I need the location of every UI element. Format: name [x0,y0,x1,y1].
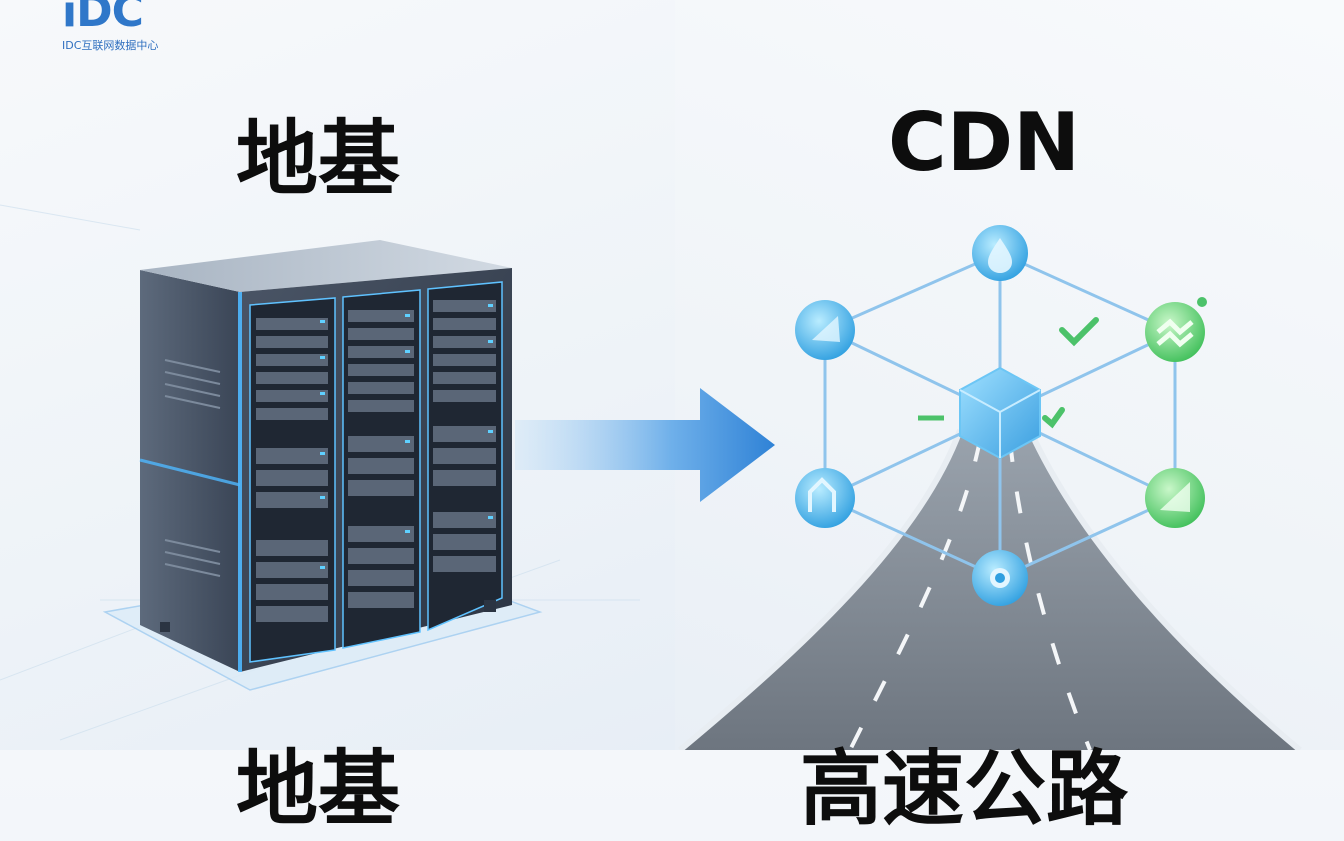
left-bottom-text: 地基 [236,742,401,837]
logo: iDC IDC互联网数据中心 [62,0,232,60]
network-node-right-top [1145,302,1205,362]
status-lights [320,304,493,569]
illustration [0,204,1302,750]
dot-decoration [1197,297,1207,307]
network-node-top [972,225,1028,281]
left-heading: 地基 [236,112,401,207]
network-node-bottom [972,550,1028,606]
network-node-left-top [795,300,855,360]
logo-mark: iDC [62,0,144,37]
right-heading: CDN [888,96,1081,189]
rack-slots [256,300,496,622]
network-node-right-bottom [1145,468,1205,528]
server-rack-icon [139,240,512,672]
cdn-hub-icon [959,366,1041,460]
check-icon [1042,317,1099,429]
logo-subtitle: IDC互联网数据中心 [62,39,159,52]
arrow-right-icon [515,388,775,502]
right-bottom-text: 高速公路 [800,742,1129,837]
network-node-left-bottom [795,468,855,528]
